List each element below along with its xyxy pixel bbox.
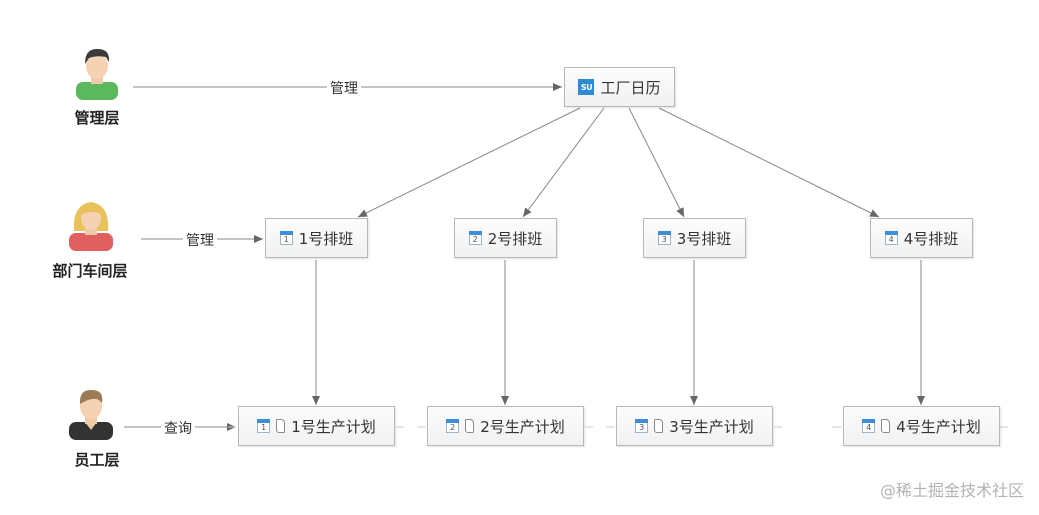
plan-label: 4号生产计划 xyxy=(896,417,981,436)
schedule-node-1[interactable]: 1 1号排班 xyxy=(265,218,368,258)
plan-node-4[interactable]: 4 4号生产计划 xyxy=(843,406,1000,446)
edge-calendar-to-schedule1 xyxy=(357,107,581,218)
edge-label-manage-top: 管理 xyxy=(327,78,361,98)
schedule-label: 1号排班 xyxy=(298,229,354,248)
calendar-icon: 4 xyxy=(862,419,876,433)
department-person-icon xyxy=(69,202,113,251)
plan-node-2[interactable]: 2 2号生产计划 xyxy=(427,406,584,446)
calendar-icon: 2 xyxy=(446,419,460,433)
edge-calendar-to-schedule4 xyxy=(658,107,880,218)
role-management: 管理层 xyxy=(74,109,120,127)
role-department: 部门车间层 xyxy=(52,262,128,280)
manager-person-icon xyxy=(76,48,118,100)
edge-calendar-to-schedule2 xyxy=(522,107,605,218)
edge-label-query: 查询 xyxy=(161,418,195,438)
plan-label: 3号生产计划 xyxy=(669,417,754,436)
schedule-node-3[interactable]: 3 3号排班 xyxy=(643,218,746,258)
factory-calendar-node[interactable]: SU 工厂日历 xyxy=(564,67,675,107)
calendar-icon: 1 xyxy=(279,231,293,245)
role-employee: 员工层 xyxy=(74,451,120,469)
calendar-icon: 1 xyxy=(257,419,271,433)
edge-calendar-to-schedule3 xyxy=(628,107,685,218)
document-icon xyxy=(881,419,891,433)
su-app-icon: SU xyxy=(578,79,595,95)
document-icon xyxy=(654,419,664,433)
calendar-icon: 3 xyxy=(635,419,649,433)
schedule-label: 3号排班 xyxy=(676,229,732,248)
schedule-label: 2号排班 xyxy=(487,229,543,248)
document-icon xyxy=(276,419,286,433)
watermark: @稀土掘金技术社区 xyxy=(879,481,1024,500)
plan-label: 1号生产计划 xyxy=(291,417,376,436)
schedule-node-4[interactable]: 4 4号排班 xyxy=(870,218,973,258)
edge-label-manage-mid: 管理 xyxy=(183,230,217,250)
schedule-label: 4号排班 xyxy=(903,229,959,248)
plan-node-3[interactable]: 3 3号生产计划 xyxy=(616,406,773,446)
plan-node-1[interactable]: 1 1号生产计划 xyxy=(238,406,395,446)
calendar-icon: 2 xyxy=(468,231,482,245)
employee-person-icon xyxy=(69,389,113,440)
plan-label: 2号生产计划 xyxy=(480,417,565,436)
calendar-icon: 4 xyxy=(884,231,898,245)
schedule-node-2[interactable]: 2 2号排班 xyxy=(454,218,557,258)
factory-calendar-label: 工厂日历 xyxy=(600,78,661,97)
document-icon xyxy=(465,419,475,433)
calendar-icon: 3 xyxy=(657,231,671,245)
